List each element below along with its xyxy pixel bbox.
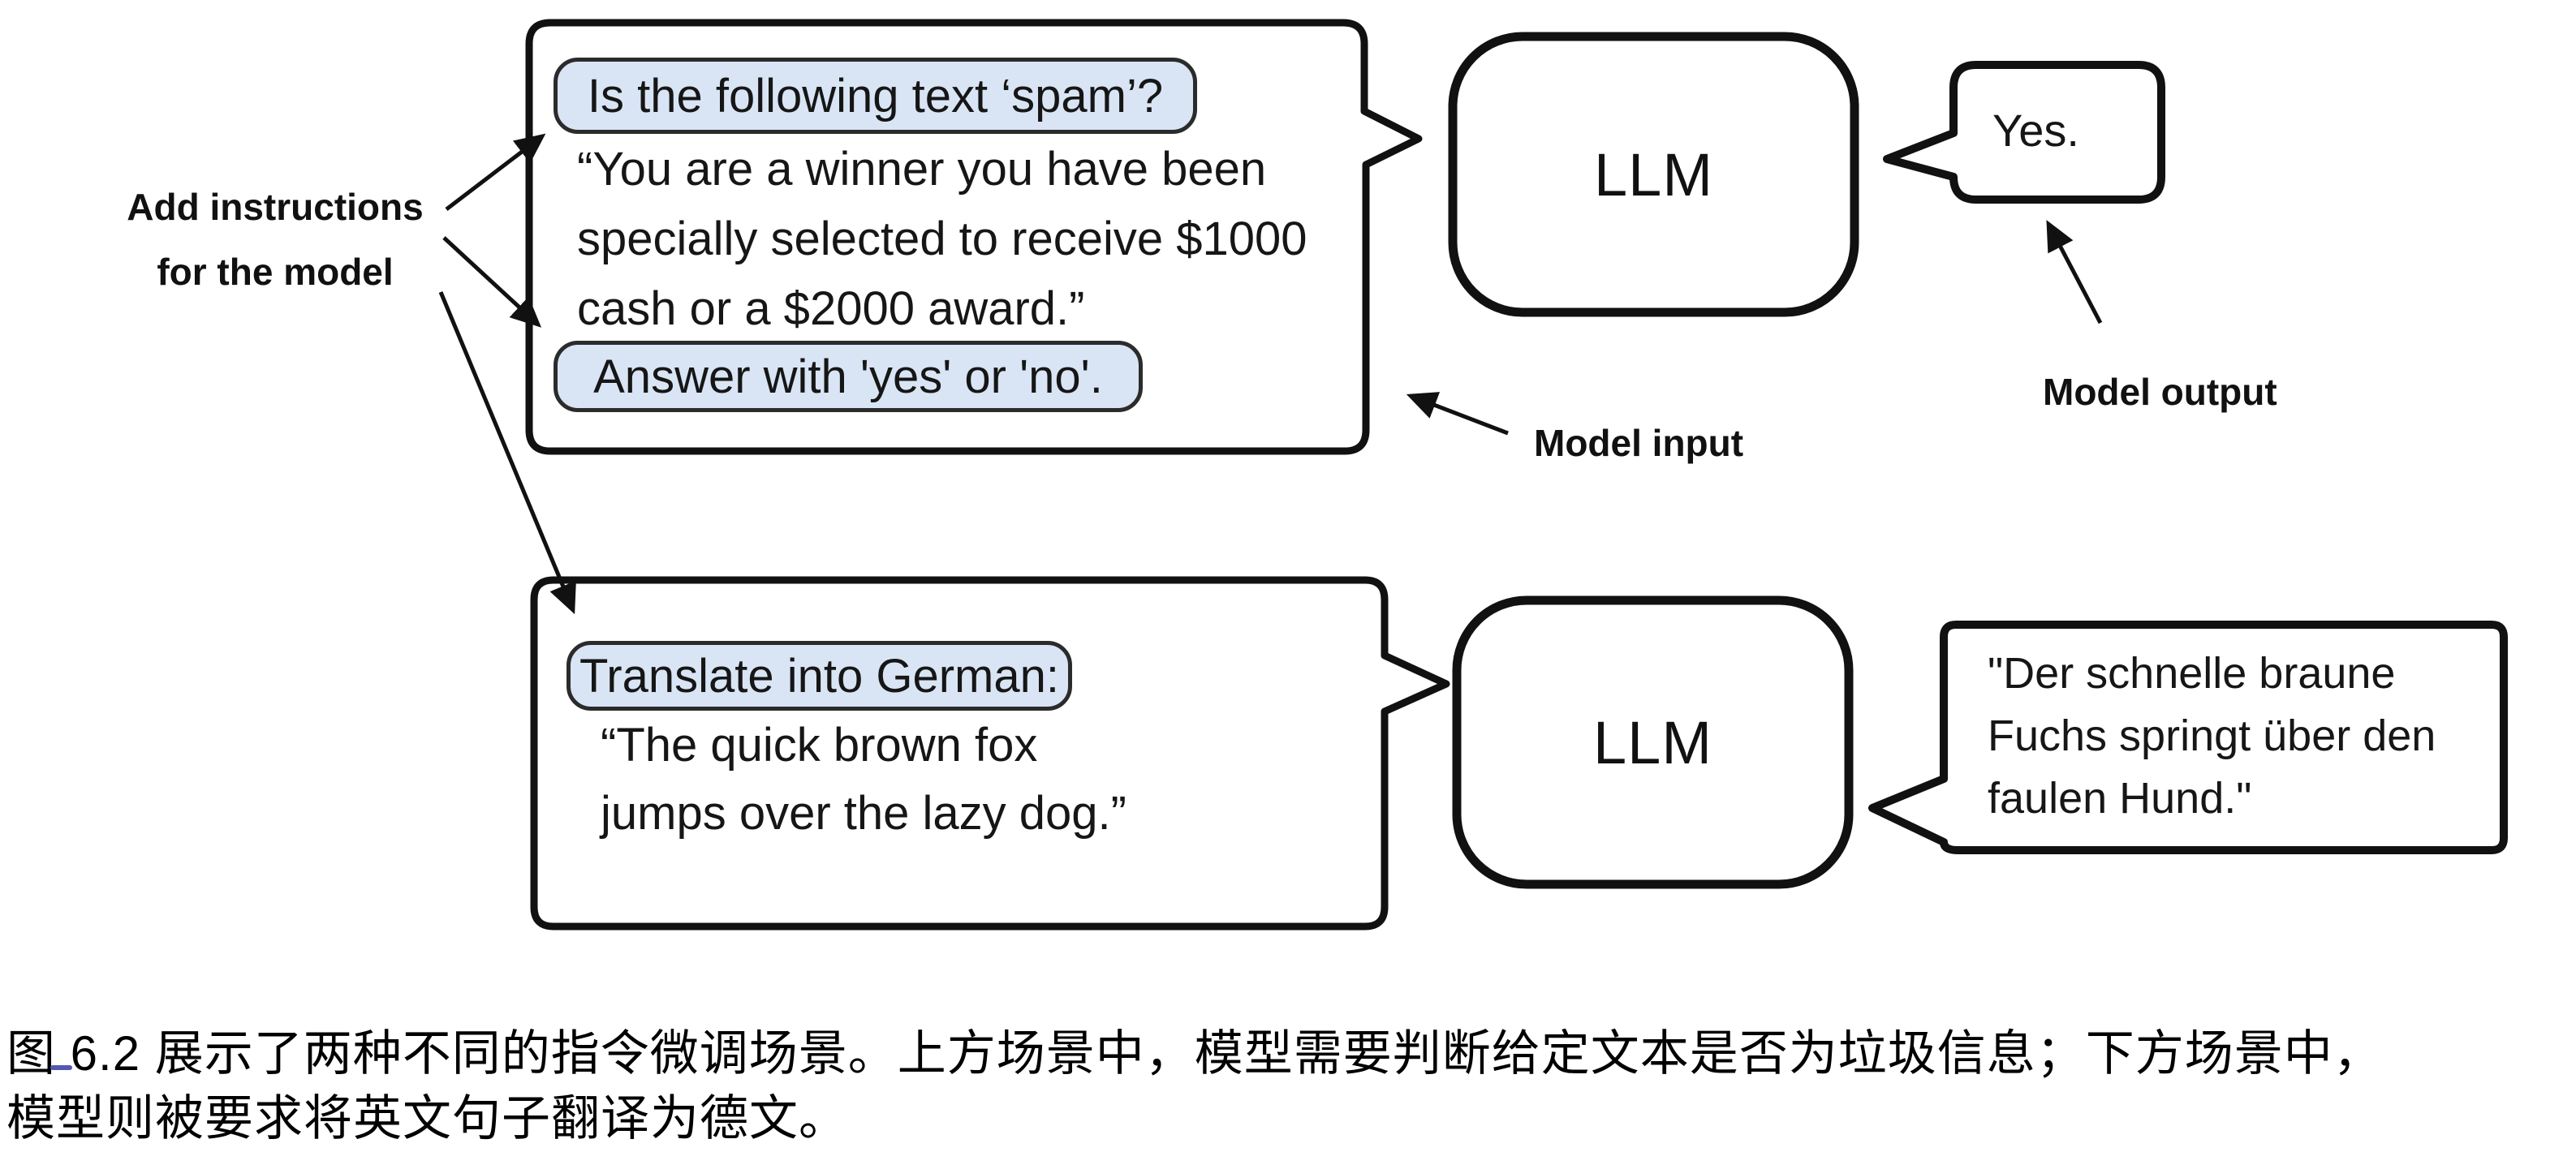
translate-body-line: “The quick brown fox [601, 719, 1038, 772]
translate-output-line: "Der schnelle braune [1988, 649, 2396, 698]
add-instructions-label: Add instructions for the model [113, 174, 437, 304]
arrow-add-instructions-to-bottom-pill [442, 236, 542, 328]
translate-output-line: faulen Hund." [1988, 774, 2252, 823]
arrow-add-instructions-to-translate-pill [438, 291, 576, 615]
translate-llm-label: LLM [1593, 708, 1712, 776]
spam-instruction-top-pill: Is the following text ‘spam’? [554, 58, 1197, 134]
spam-body-line: cash or a $2000 award.” [577, 282, 1085, 335]
translate-output-text: "Der schnelle braune Fuchs springt über … [1988, 643, 2436, 830]
spam-instruction-bottom-text: Answer with 'yes' or 'no'. [593, 350, 1103, 403]
spam-instruction-bottom-pill: Answer with 'yes' or 'no'. [554, 341, 1143, 412]
figure-caption-line2: 模型则被要求将英文句子翻译为德文。 [6, 1091, 848, 1146]
spam-body-text: “You are a winner you have been speciall… [577, 135, 1307, 344]
translate-body-text: “The quick brown fox jumps over the lazy… [601, 711, 1126, 848]
arrow-add-instructions-to-top-pill [445, 133, 546, 211]
model-input-label: Model input [1534, 422, 1744, 464]
arrow-model-input-label [1406, 392, 1509, 436]
spam-body-line: specially selected to receive $1000 [577, 213, 1307, 265]
spam-llm-label: LLM [1594, 140, 1713, 208]
translate-llm-box-outline [1452, 595, 1854, 889]
model-output-label: Model output [2043, 371, 2277, 413]
translate-instruction-text: Translate into German: [579, 649, 1059, 703]
translate-output-bubble-outline [1868, 621, 2508, 854]
caption-link-underline [50, 1065, 72, 1070]
translate-output-line: Fuchs springt über den [1988, 711, 2436, 760]
spam-output-bubble-outline [1883, 61, 2165, 204]
add-instructions-label-line1: Add instructions [127, 186, 424, 228]
figure-caption-line1: 图 6.2 展示了两种不同的指令微调场景。上方场景中，模型需要判断给定文本是否为… [6, 1026, 2383, 1081]
translate-instruction-pill: Translate into German: [566, 641, 1072, 711]
spam-body-line: “You are a winner you have been [577, 143, 1267, 196]
translate-body-line: jumps over the lazy dog.” [601, 787, 1126, 840]
spam-output-text: Yes. [1992, 105, 2079, 156]
spam-instruction-top-text: Is the following text ‘spam’? [587, 69, 1164, 123]
spam-llm-box-outline [1448, 32, 1859, 317]
add-instructions-label-line2: for the model [157, 251, 394, 293]
arrow-model-output-label [2046, 220, 2103, 325]
